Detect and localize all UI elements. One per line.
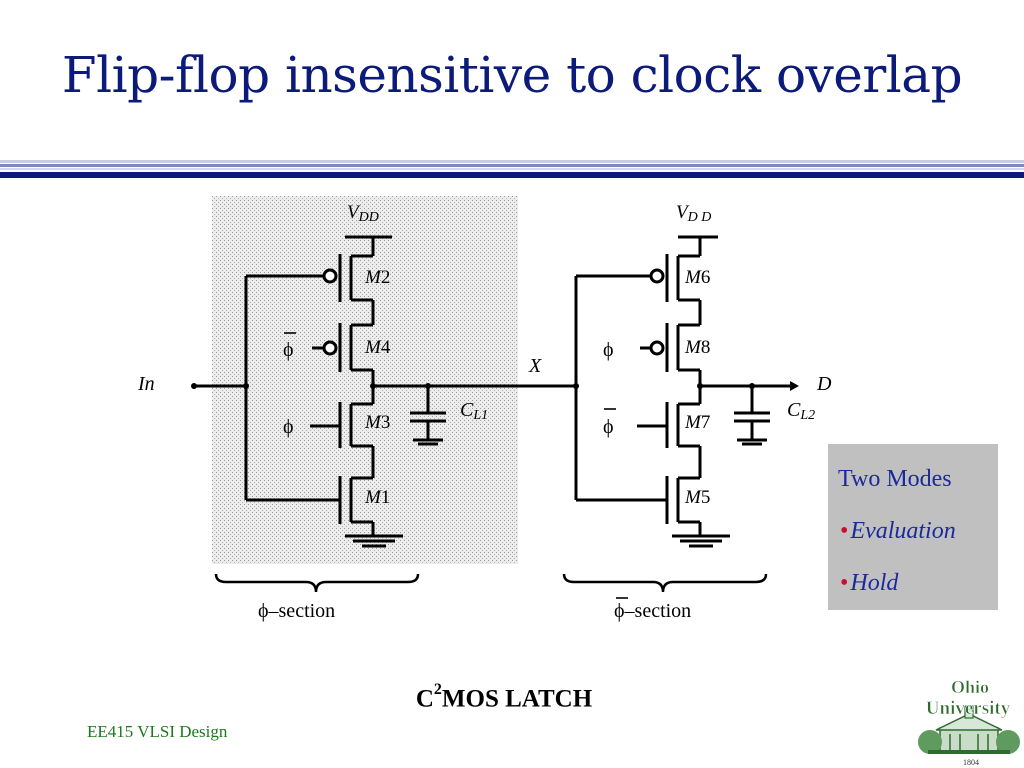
mode-item-evaluation: •Evaluation bbox=[840, 518, 956, 545]
course-footer: EE415 VLSI Design bbox=[87, 722, 228, 741]
phi-section-label: ϕ–section bbox=[258, 600, 335, 622]
x-node-label: X bbox=[528, 355, 542, 377]
left-stage-wires bbox=[194, 235, 576, 548]
m5-label: M5 bbox=[684, 487, 710, 508]
m7-label: M7 bbox=[684, 412, 710, 433]
phibar-section-label: ϕ–section bbox=[614, 600, 691, 622]
cl2-label: CL2 bbox=[787, 399, 815, 423]
modes-box: Two Modes •Evaluation •Hold bbox=[828, 444, 998, 610]
in-label: In bbox=[137, 373, 155, 395]
title-rule bbox=[0, 164, 1024, 167]
phibar-m7-label: ϕ bbox=[603, 416, 614, 438]
title-rule bbox=[0, 160, 1024, 163]
phi-section-brace bbox=[214, 573, 420, 593]
phi-m3-label: ϕ bbox=[283, 416, 294, 438]
logo-year: 1804 bbox=[963, 758, 979, 767]
m4-label: M4 bbox=[364, 337, 391, 358]
mode-label: Evaluation bbox=[850, 518, 956, 544]
right-bubbles bbox=[649, 268, 665, 356]
logo-building-icon bbox=[918, 705, 1020, 754]
ohio-university-logo: Ohio University 1804 bbox=[918, 677, 1020, 767]
right-junctions bbox=[573, 383, 755, 389]
d-output-label: D bbox=[816, 373, 832, 395]
phibar-m4-label: ϕ bbox=[283, 339, 294, 361]
phibar-section-brace bbox=[562, 573, 768, 593]
m3-label: M3 bbox=[364, 412, 390, 433]
phi-section-shading bbox=[212, 196, 518, 564]
vdd-right-label: VD D bbox=[676, 202, 711, 225]
output-arrow bbox=[790, 381, 799, 391]
m8-label: M8 bbox=[684, 337, 710, 358]
m1-label: M1 bbox=[364, 487, 390, 508]
mode-item-hold: •Hold bbox=[840, 570, 898, 597]
logo-text-ohio: Ohio bbox=[951, 677, 989, 697]
phi-m8-label: ϕ bbox=[603, 339, 614, 361]
vdd-left-label: VDD bbox=[347, 202, 379, 225]
left-junctions bbox=[191, 383, 431, 389]
title-rule bbox=[0, 172, 1024, 178]
title-rule bbox=[0, 168, 1024, 170]
slide-title: Flip-flop insensitive to clock overlap bbox=[61, 46, 963, 104]
right-stage-wires bbox=[574, 235, 790, 548]
m6-label: M6 bbox=[684, 267, 710, 288]
m2-label: M2 bbox=[364, 267, 390, 288]
cl1-label: CL1 bbox=[460, 399, 488, 423]
logo-text-university: University bbox=[926, 698, 1011, 719]
bullet: • bbox=[840, 570, 849, 596]
bullet: • bbox=[840, 518, 849, 544]
mode-label: Hold bbox=[850, 570, 899, 596]
modes-title: Two Modes bbox=[838, 466, 952, 492]
figure-caption: C2MOS LATCH bbox=[415, 681, 593, 713]
left-bubbles bbox=[322, 268, 338, 356]
